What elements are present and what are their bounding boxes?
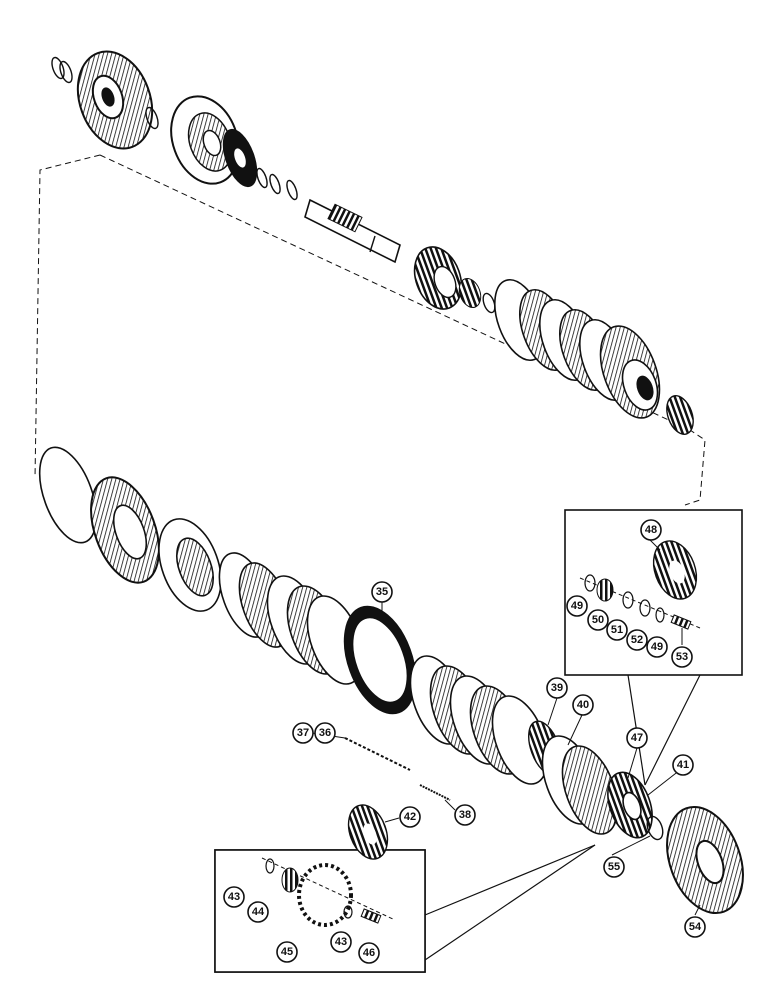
svg-text:39: 39	[551, 682, 563, 694]
callout-45: 45	[276, 941, 298, 963]
upper-snap-rings	[51, 56, 73, 84]
upper-small-rings	[256, 167, 298, 201]
svg-text:42: 42	[404, 811, 416, 823]
svg-text:48: 48	[645, 524, 657, 536]
callout-43b: 43	[330, 931, 352, 953]
callout-35: 35	[371, 581, 393, 603]
large-snap-ring	[38, 446, 98, 544]
svg-text:35: 35	[376, 586, 388, 598]
upper-ring	[145, 106, 159, 130]
svg-text:49: 49	[571, 600, 583, 612]
callout-53: 53	[671, 646, 693, 668]
callout-49b: 49	[646, 636, 668, 658]
main-shaft	[304, 198, 401, 264]
lower-clutch-pack-b	[409, 655, 549, 785]
upper-drum	[76, 50, 154, 150]
dashed-assembly-line	[34, 154, 706, 506]
svg-text:49: 49	[651, 641, 663, 653]
svg-text:51: 51	[611, 624, 623, 636]
svg-text:55: 55	[608, 861, 620, 873]
callout-41: 41	[672, 754, 694, 776]
part-35-ring	[343, 605, 417, 715]
callout-52: 52	[626, 629, 648, 651]
part-54-drum	[666, 805, 744, 915]
upper-clutch-pack	[494, 279, 661, 419]
callout-39: 39	[546, 677, 568, 699]
svg-text:52: 52	[631, 634, 643, 646]
callout-38: 38	[454, 804, 476, 826]
callout-36: 36	[314, 722, 336, 744]
lower-drum	[90, 476, 160, 584]
part-55-ring	[646, 815, 664, 841]
callout-44: 44	[247, 901, 269, 923]
svg-text:50: 50	[592, 614, 604, 626]
callout-48: 48	[640, 519, 662, 541]
callout-51: 51	[606, 619, 628, 641]
svg-text:41: 41	[677, 759, 689, 771]
callout-55: 55	[603, 856, 625, 878]
svg-text:45: 45	[281, 946, 293, 958]
svg-text:53: 53	[676, 651, 688, 663]
svg-text:47: 47	[631, 732, 643, 744]
callout-37: 37	[292, 722, 314, 744]
svg-text:40: 40	[577, 699, 589, 711]
lower-clutch-pack-c	[541, 735, 619, 835]
springs	[344, 737, 451, 801]
callout-40: 40	[572, 694, 594, 716]
svg-text:38: 38	[459, 809, 471, 821]
callout-49a: 49	[566, 595, 588, 617]
svg-text:43: 43	[228, 891, 240, 903]
svg-text:44: 44	[252, 906, 265, 918]
upper-hub	[170, 95, 240, 185]
svg-text:36: 36	[319, 727, 331, 739]
upper-gear	[413, 246, 463, 310]
upper-bearing	[458, 277, 496, 314]
svg-text:54: 54	[689, 921, 702, 933]
callout-46: 46	[358, 942, 380, 964]
svg-text:37: 37	[297, 727, 309, 739]
callout-54: 54	[684, 916, 706, 938]
callout-43a: 43	[223, 886, 245, 908]
lower-hub	[158, 518, 222, 612]
callout-42: 42	[399, 806, 421, 828]
svg-text:46: 46	[363, 947, 375, 959]
callout-50: 50	[587, 609, 609, 631]
part-41-carrier	[607, 771, 653, 839]
upper-end-bearing	[666, 395, 694, 435]
svg-text:43: 43	[335, 936, 347, 948]
callout-47: 47	[626, 727, 648, 749]
